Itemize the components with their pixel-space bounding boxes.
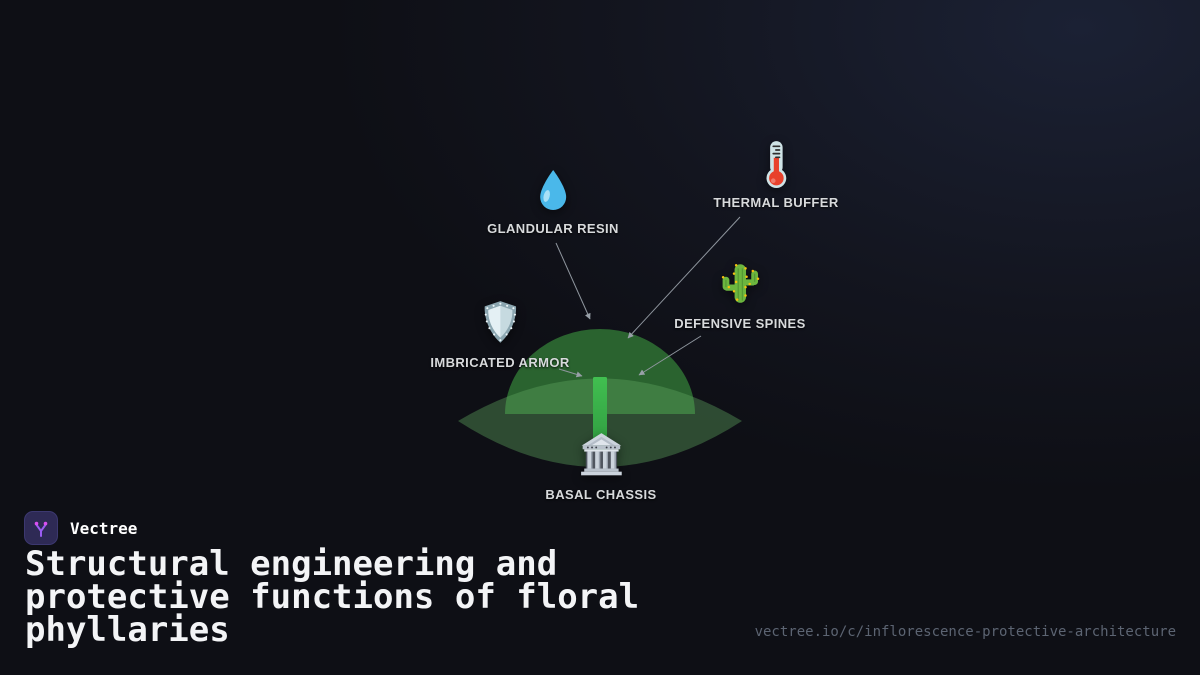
arrow-glandular-resin xyxy=(555,242,591,320)
bank-icon xyxy=(580,433,622,476)
droplet-icon xyxy=(539,170,566,210)
cactus-icon xyxy=(721,264,759,303)
thermometer-icon xyxy=(766,141,786,188)
brand-name: Vectree xyxy=(70,518,138,538)
footer-url: vectree.io/c/inflorescence-protective-ar… xyxy=(754,624,1176,640)
brand-row: Vectree xyxy=(24,511,137,545)
node-label: DEFENSIVE SPINES xyxy=(674,316,806,331)
shield-icon xyxy=(484,301,516,343)
node-thermal-buffer: THERMAL BUFFER xyxy=(713,138,838,210)
node-defensive-spines: DEFENSIVE SPINES xyxy=(674,259,805,331)
node-label: GLANDULAR RESIN xyxy=(487,221,619,236)
node-glandular-resin: GLANDULAR RESIN xyxy=(487,166,619,236)
node-label: IMBRICATED ARMOR xyxy=(430,355,570,370)
node-label: THERMAL BUFFER xyxy=(713,195,839,210)
brand-logo xyxy=(24,511,58,545)
arrow-thermal-buffer xyxy=(627,216,741,339)
node-label: BASAL CHASSIS xyxy=(545,487,657,502)
arrow-imbricated-armor xyxy=(558,368,583,378)
arrow-defensive-spines xyxy=(638,335,702,376)
involucre-dome-shape xyxy=(505,329,695,414)
stem-shape xyxy=(593,377,607,453)
page-title: Structural engineering and protective fu… xyxy=(25,544,640,650)
vectree-branch-icon xyxy=(34,521,48,537)
node-basal-chassis: BASAL CHASSIS xyxy=(545,430,656,502)
node-imbricated-armor: IMBRICATED ARMOR xyxy=(430,298,569,370)
